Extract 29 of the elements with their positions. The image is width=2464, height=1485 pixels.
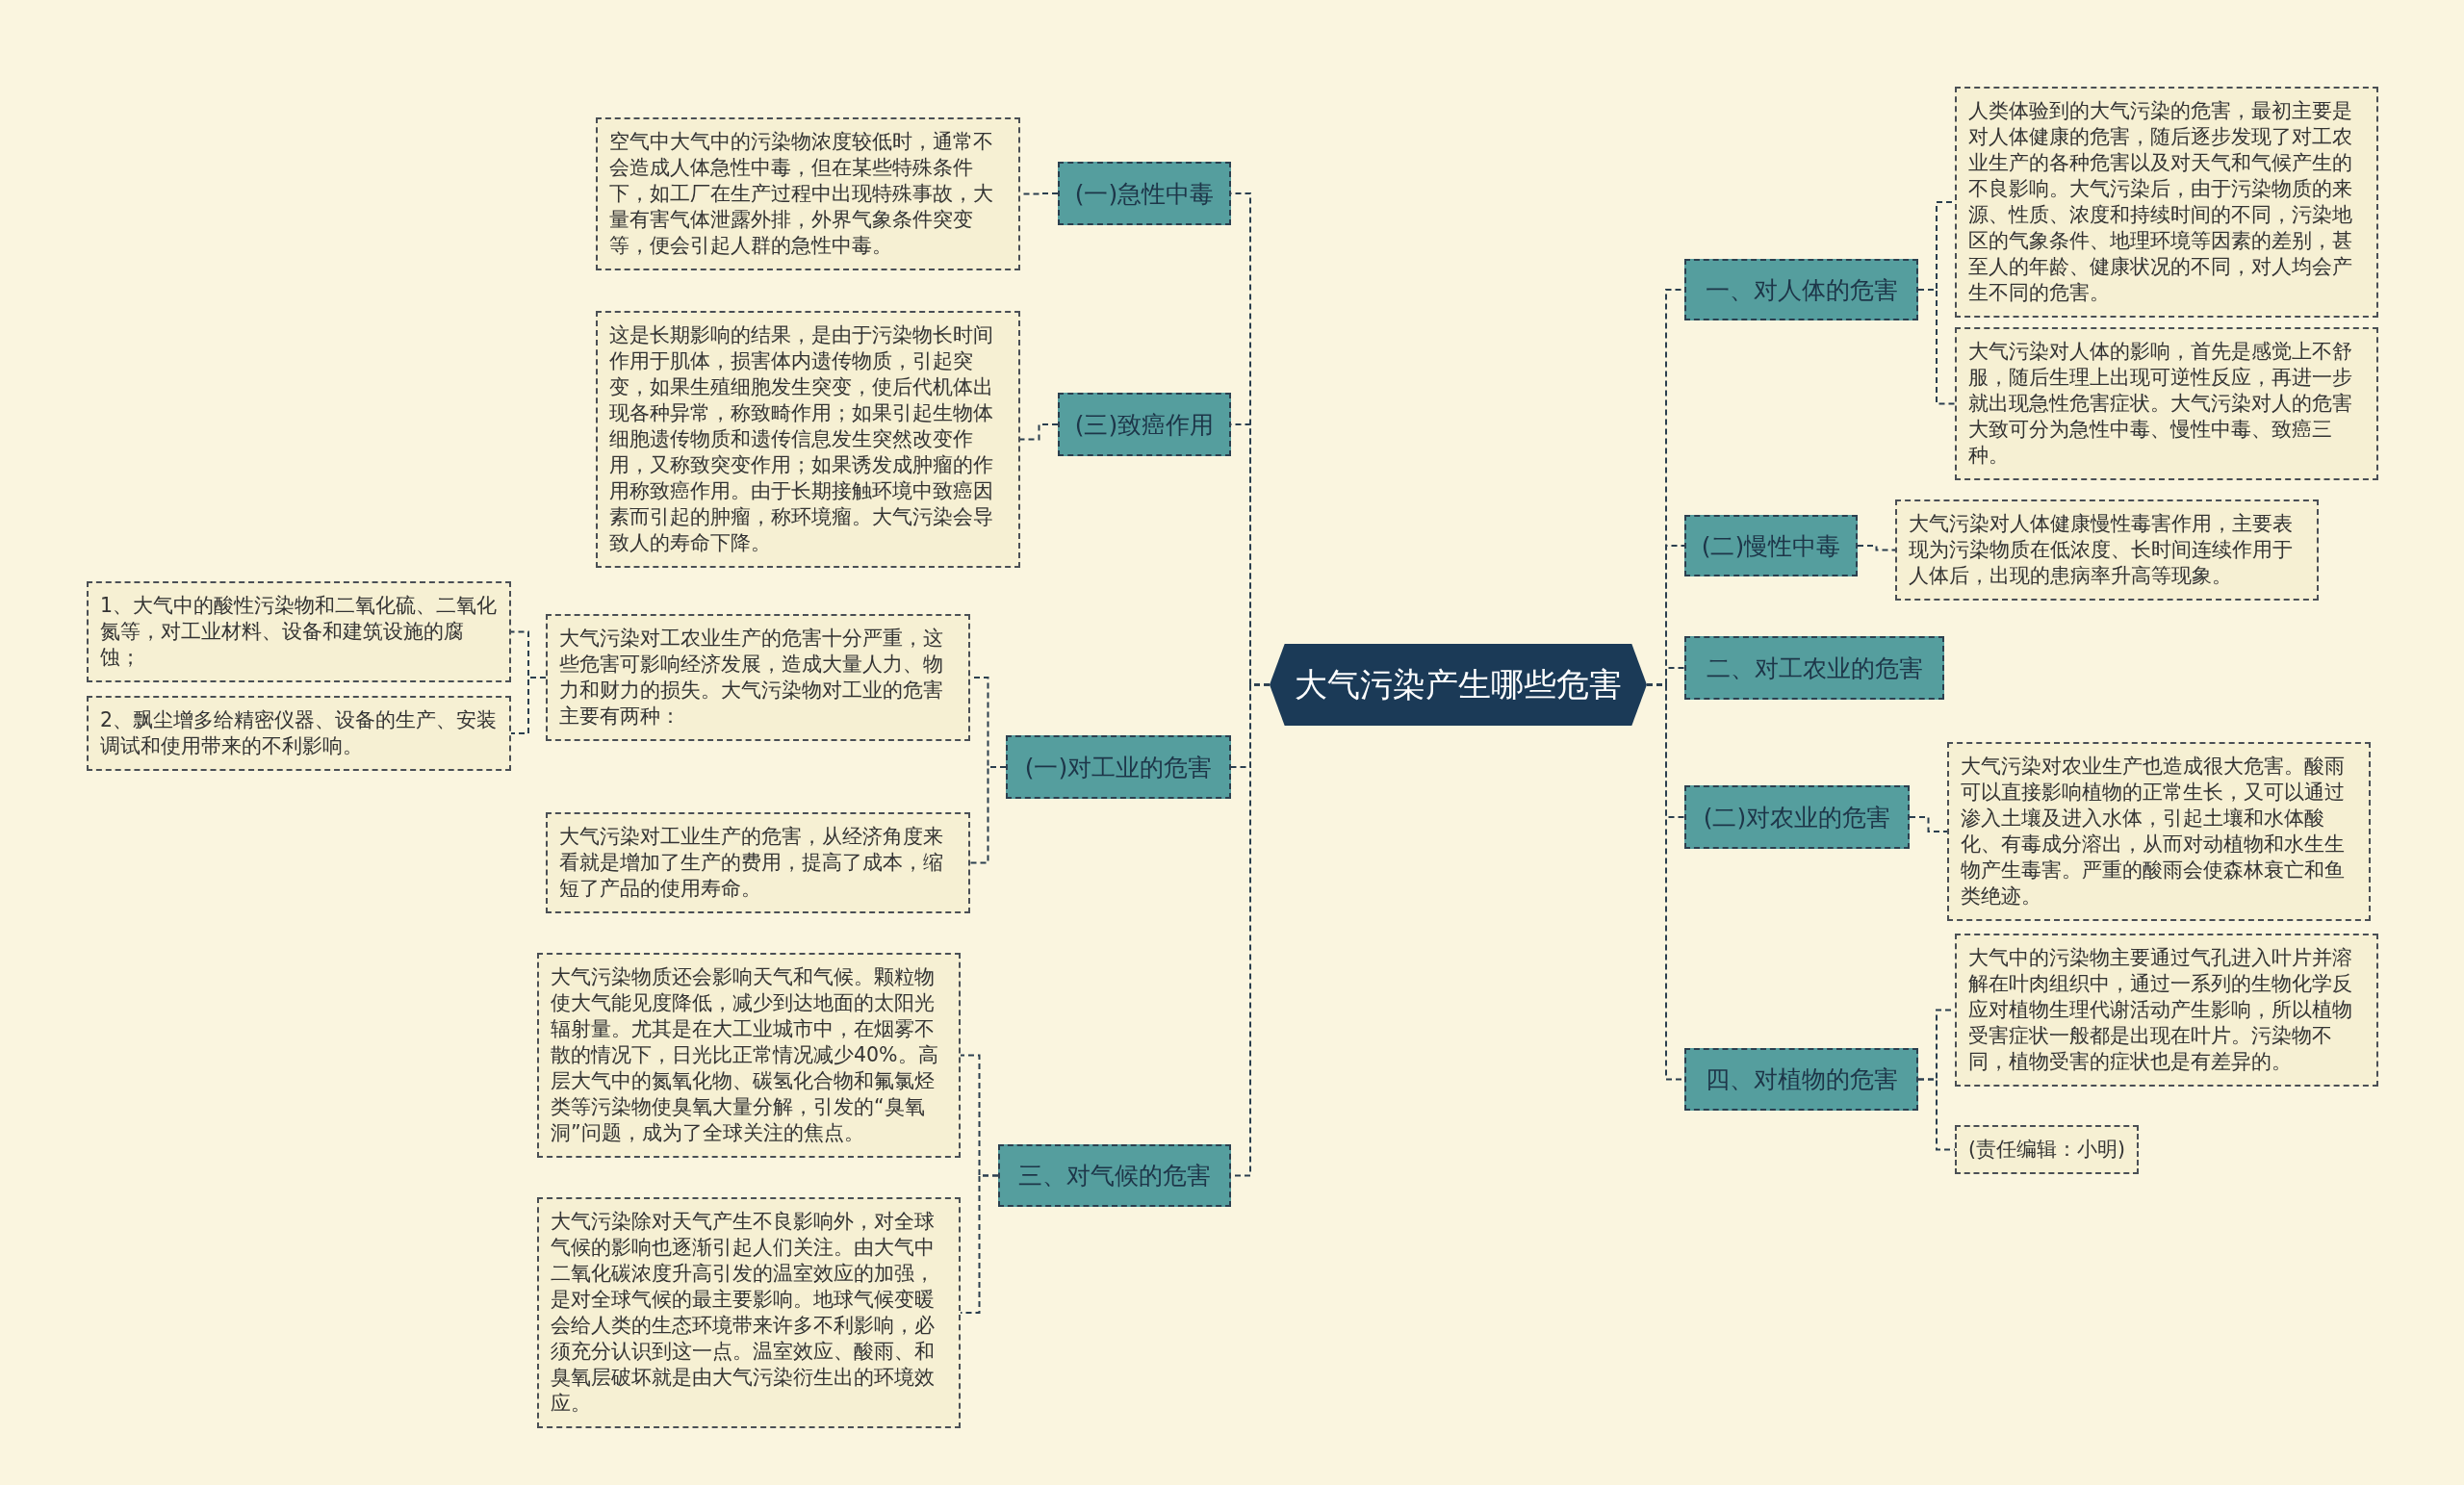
note-box: 这是长期影响的结果，是由于污染物长时间作用于肌体，损害体内遗传物质，引起突变，如果生殖细胞发生突变，使后代机体出现各种异常，称致畸作用；如果引起生物体细胞遗传物质和遗传信息发生突然改变作用，又称致突变作用；如果诱发成肿瘤的作用称致癌作用。由于长期接触环境中致癌因素而引起的肿瘤，称环境瘤。大气污染会导致人的寿命下降。: [596, 311, 1020, 568]
topic-box: 二、对工农业的危害: [1684, 636, 1944, 700]
note-box: 大气污染对人体健康慢性毒害作用，主要表现为污染物质在低浓度、长时间连续作用于人体后，出现的患病率升高等现象。: [1895, 499, 2319, 601]
topic-box: (二)慢性中毒: [1684, 515, 1858, 576]
note-box: 大气污染对工农业生产的危害十分严重，这些危害可影响经济发展，造成大量人力、物力和财力的损失。大气污染物对工业的危害主要有两种：: [546, 614, 970, 741]
note-box: 大气中的污染物主要通过气孔进入叶片并溶解在叶肉组织中，通过一系列的生物化学反应对植物生理代谢活动产生影响，所以植物受害症状一般都是出现在叶片。污染物不同，植物受害的症状也是有差异的。: [1955, 934, 2378, 1087]
topic-box: (一)急性中毒: [1058, 162, 1231, 225]
note-box: 2、飘尘增多给精密仪器、设备的生产、安装调试和使用带来的不利影响。: [87, 696, 511, 771]
note-box: 大气污染对工业生产的危害，从经济角度来看就是增加了生产的费用，提高了成本，缩短了产品的使用寿命。: [546, 812, 970, 913]
note-box: (责任编辑：小明): [1955, 1125, 2139, 1174]
note-box: 人类体验到的大气污染的危害，最初主要是对人体健康的危害，随后逐步发现了对工农业生产的各种危害以及对天气和气候产生的不良影响。大气污染后，由于污染物质的来源、性质、浓度和持续时间的不同，污染地区的气象条件、地理环境等因素的差别，甚至人的年龄、健康状况的不同，对人均会产生不同的危害。: [1955, 87, 2378, 318]
topic-box: (三)致癌作用: [1058, 393, 1231, 456]
note-box: 大气污染除对天气产生不良影响外，对全球气候的影响也逐渐引起人们关注。由大气中二氧化碳浓度升高引发的温室效应的加强，是对全球气候的最主要影响。地球气候变暖会给人类的生态环境带来许多不利影响，必须充分认识到这一点。温室效应、酸雨、和臭氧层破坏就是由大气污染衍生出的环境效应。: [537, 1197, 961, 1428]
note-box: 大气污染对农业生产也造成很大危害。酸雨可以直接影响植物的正常生长，又可以通过渗入土壤及进入水体，引起土壤和水体酸化、有毒成分溶出，从而对动植物和水生生物产生毒害。严重的酸雨会使森林衰亡和鱼类绝迹。: [1947, 742, 2371, 921]
note-box: 大气污染物质还会影响天气和气候。颗粒物使大气能见度降低，减少到达地面的太阳光辐射量。尤其是在大工业城市中，在烟雾不散的情况下，日光比正常情况减少40%。高层大气中的氮氧化物、碳氢化合物和氟氯烃类等污染物使臭氧大量分解，引发的“臭氧洞”问题，成为了全球关注的焦点。: [537, 953, 961, 1158]
connector-line: [1857, 545, 1896, 551]
connector-line: [1909, 816, 1948, 832]
note-box: 空气中大气中的污染物浓度较低时，通常不会造成人体急性中毒，但在某些特殊条件下，如工厂在生产过程中出现特殊事故，大量有害气体泄露外排，外界气象条件突变等，便会引起人群的急性中毒。: [596, 117, 1020, 270]
topic-box: (二)对农业的危害: [1684, 785, 1910, 849]
topic-box: 四、对植物的危害: [1684, 1048, 1918, 1111]
connector-line: [1019, 423, 1059, 441]
connector-line: [510, 677, 547, 734]
note-box: 大气污染对人体的影响，首先是感觉上不舒服，随后生理上出现可逆性反应，再进一步就出现急性危害症状。大气污染对人的危害大致可分为急性中毒、慢性中毒、致癌三种。: [1955, 327, 2378, 480]
topic-box: (一)对工业的危害: [1006, 735, 1231, 799]
connector-line: [1917, 289, 1956, 405]
topic-box: 三、对气候的危害: [998, 1144, 1231, 1207]
topic-box: 一、对人体的危害: [1684, 259, 1918, 320]
connector-line: [969, 766, 1007, 864]
note-box: 1、大气中的酸性污染物和二氧化硫、二氧化氮等，对工业材料、设备和建筑设施的腐蚀；: [87, 581, 511, 682]
